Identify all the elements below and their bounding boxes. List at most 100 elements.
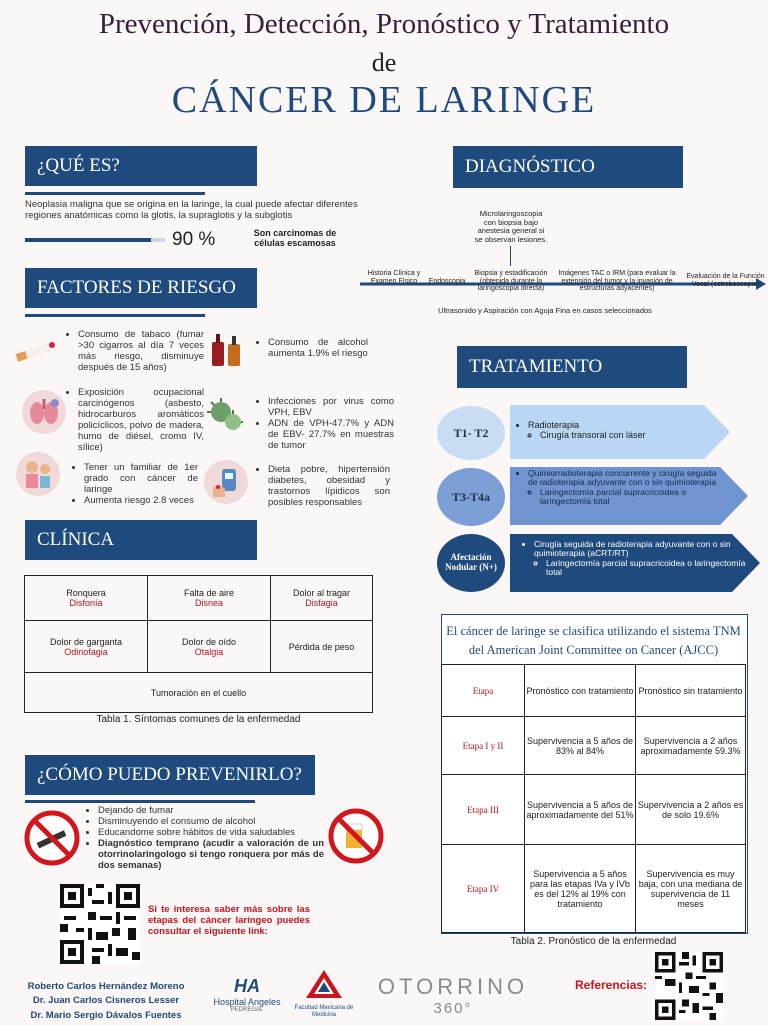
qr-code-stages[interactable] <box>60 884 140 964</box>
diag-step-4: Imágenes TAC o IRM (para evaluar la exte… <box>558 270 676 293</box>
trat-box-3-bg <box>510 534 760 592</box>
logo3-sub: 360° <box>433 1000 473 1017</box>
clinica-caption: Tabla 1. Síntomas comunes de la enfermed… <box>96 714 301 725</box>
pron-cell: Supervivencia a 5 años para las etapas I… <box>524 844 636 933</box>
pron-cell: Supervivencia es muy baja, con una media… <box>635 844 746 933</box>
qr-info-text: Si te interesa saber más sobre las etapa… <box>148 904 310 937</box>
lungs-exposure-icon <box>22 390 66 434</box>
pronostico-table: Etapa Pronóstico con tratamiento Pronóst… <box>441 664 746 933</box>
diag-arrow <box>360 278 766 290</box>
tratamiento-heading: TRATAMIENTO <box>457 346 687 388</box>
glucose-meter-icon <box>204 460 248 504</box>
authors: Roberto Carlos Hernández Moreno Dr. Juan… <box>16 980 196 1023</box>
symptom-label: Dolor al tragar <box>292 588 351 598</box>
logo1-sub: PEDREGAL <box>230 1007 264 1013</box>
pron-cell: Supervivencia a 5 años de aproximadament… <box>524 774 636 845</box>
trat-main-1: Radioterapia <box>528 420 708 430</box>
factor-alcohol-text: Consumo de alcohol aumenta 1.9% el riesg… <box>268 337 368 360</box>
diag-above-line <box>510 246 511 266</box>
factor-virus-text-1: Infecciones por virus como VPH, EBV <box>268 396 394 419</box>
factor-ocupacional-text: Exposición ocupacional carcinógenos (asb… <box>78 387 204 454</box>
factor-virus: Infecciones por virus como VPH, EBV ADN … <box>256 396 394 452</box>
pron-cell: Supervivencia a 2 años es de solo 19.6% <box>635 774 746 845</box>
que-es-underline <box>25 192 205 195</box>
prevenir-list: Dejando de fumar Disminuyendo el consumo… <box>86 805 324 872</box>
symptom-term: Disnea <box>194 598 223 608</box>
factor-familia-text-2: Aumenta riesgo 2.8 veces <box>84 495 198 507</box>
author-2: Dr. Juan Carlos Cisneros Lesser <box>32 995 180 1007</box>
factor-tabaco: Consumo de tabaco (fumar >30 cigarros al… <box>66 329 204 374</box>
logo1-mark: HA <box>234 976 260 996</box>
trat-stage-3: Afectación Nodular (N+) <box>437 534 505 592</box>
factor-alcohol: Consumo de alcohol aumenta 1.9% el riesg… <box>256 337 368 360</box>
cigarette-icon <box>12 332 60 372</box>
author-1: Roberto Carlos Hernández Moreno <box>27 981 185 992</box>
symptom-label: Falta de aire <box>183 588 235 598</box>
diagnostico-heading: DIAGNÓSTICO <box>453 146 683 188</box>
trat-main-3: Cirugía seguida de radioterapia adyuvant… <box>534 539 746 559</box>
pron-stage: Etapa III <box>441 774 525 845</box>
clinica-last-row: Tumoración en el cuello <box>24 672 373 713</box>
trat-box-1-bg <box>510 405 730 459</box>
trat-main-2: Quimiorradioterapia concurrente y cirugí… <box>528 468 728 488</box>
prevenir-item: Disminuyendo el consumo de alcohol <box>98 816 324 828</box>
pronostico-caption: Tabla 2. Pronóstico de la enfermedad <box>510 936 677 947</box>
factores-heading: FACTORES DE RIESGO <box>25 268 257 308</box>
symptom-label: Dolor de garganta <box>49 636 123 647</box>
trat-stage-2: T3-T4a <box>437 468 505 526</box>
symptom-term: Odinofagia <box>64 646 108 657</box>
hospital-angeles-logo: HA Hospital Angeles PEDREGAL <box>212 976 282 1013</box>
trat-sub-2: Laringectomía parcial supracricoidea o l… <box>540 487 728 507</box>
percent-note: Son carcinomas de células escamosas <box>253 228 337 248</box>
fmm-logo: Facultad Mexicana de Medicina <box>294 968 354 1018</box>
logo3-name: OTORRINO <box>377 974 529 999</box>
prevenir-item-bold: Diagnóstico temprano (acudir a valoració… <box>98 838 324 872</box>
diag-step-1: Historia Clínica y Examen Físico <box>367 270 421 285</box>
alcohol-bottles-icon <box>204 328 248 372</box>
no-alcohol-icon <box>328 808 384 864</box>
referencias-label: Referencias: <box>575 978 648 992</box>
pron-cell: Supervivencia a 2 años aproximadamente 5… <box>635 716 746 775</box>
pron-stage: Etapa I y II <box>441 716 525 775</box>
symptom-label: Dolor de oído <box>181 636 237 647</box>
virus-icon <box>202 393 248 439</box>
diag-below-text: Ultrasonido y Aspiración con Aguja Fina … <box>438 306 652 315</box>
trat-sub-3: Laringectomía parcial supracricoidea o l… <box>546 558 746 578</box>
logo1-name: Hospital Angeles <box>213 997 281 1007</box>
no-smoking-icon <box>24 810 80 866</box>
factor-familia-text-1: Tener un familiar de 1er grado con cánce… <box>84 462 198 496</box>
percent-bar <box>25 238 165 242</box>
symptom-label: Ronquera <box>66 588 106 598</box>
pron-header-con: Pronóstico con tratamiento <box>524 664 636 717</box>
pron-header-etapa: Etapa <box>441 664 525 717</box>
qr-code-references[interactable] <box>655 952 723 1020</box>
title-line2: de <box>371 48 397 77</box>
trat-box-2-bg <box>510 467 748 525</box>
symptom-term: Disfonía <box>69 598 103 608</box>
trat-sub-1: Cirugía transoral con láser <box>540 430 708 440</box>
prevenir-item: Dejando de fumar <box>98 805 324 817</box>
logo2-name: Facultad Mexicana de Medicina <box>294 1005 354 1018</box>
factor-virus-text-2: ADN de VPH-47.7% y ADN de EBV- 27.7% en … <box>268 418 394 452</box>
trat-list-1: Radioterapia Cirugía transoral con láser <box>516 420 708 440</box>
diag-step-2: Endoscopia <box>428 278 466 285</box>
symptom-term: Disfagia <box>305 598 338 608</box>
que-es-text: Neoplasia maligna que se origina en la l… <box>25 199 358 221</box>
factor-dieta-text: Dieta pobre, hipertensión diabetes, obes… <box>268 464 390 509</box>
clinica-heading: CLÍNICA <box>25 520 257 560</box>
symptom-term: Otalgia <box>194 646 224 657</box>
factor-dieta: Dieta pobre, hipertensión diabetes, obes… <box>256 464 390 509</box>
que-es-heading: ¿QUÉ ES? <box>25 146 257 186</box>
diag-step-5: Evaluación de la Función Vocal (estrobos… <box>686 273 765 288</box>
trat-list-3: Cirugía seguida de radioterapia adyuvant… <box>522 539 746 578</box>
diag-above-text: Microlaringoscopia con biopsia bajo anes… <box>474 209 548 244</box>
diag-step-3: Biopsia y estadificación (obtenida duran… <box>474 270 548 293</box>
pronostico-title: El cáncer de laringe se clasifica utiliz… <box>446 624 741 658</box>
factores-underline <box>25 314 205 317</box>
prevenir-underline <box>25 800 255 803</box>
